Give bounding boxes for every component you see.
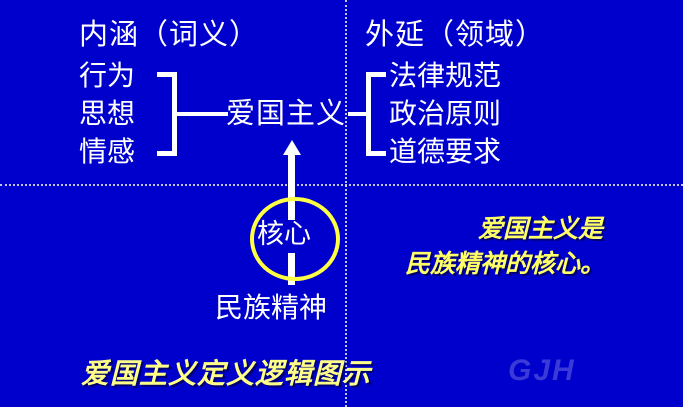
core-caption: 民族精神	[215, 291, 328, 324]
up-arrow-head-icon	[283, 140, 301, 155]
statement-line-2: 民族精神的核心。	[405, 249, 606, 278]
right-brace-stem	[348, 112, 370, 116]
author-watermark: GJH	[508, 354, 576, 387]
left-branch-item-0: 行为	[79, 59, 136, 92]
right-brace-top-arm	[366, 72, 386, 77]
statement-line-1: 爱国主义是	[478, 214, 604, 243]
center-term: 爱国主义	[226, 96, 347, 130]
left-branch-item-1: 思想	[79, 97, 136, 130]
up-arrow-shaft	[288, 154, 295, 202]
right-brace-bottom-arm	[366, 151, 386, 156]
right-brace-spine	[366, 72, 371, 156]
horizontal-guide-line	[0, 184, 683, 186]
left-brace-bottom-arm	[157, 151, 177, 156]
vertical-guide-line	[345, 0, 347, 407]
footer-title: 爱国主义定义逻辑图示	[81, 357, 372, 390]
left-branch-item-2: 情感	[79, 135, 136, 168]
left-brace-stem	[172, 112, 228, 116]
right-branch-item-1: 政治原则	[389, 97, 502, 130]
left-column-header: 内涵（词义）	[79, 17, 260, 51]
core-label: 核心	[257, 219, 311, 250]
right-branch-item-0: 法律规范	[389, 59, 502, 92]
right-column-header: 外延（领域）	[365, 17, 546, 51]
core-ellipse-shape	[250, 197, 340, 281]
left-brace-top-arm	[157, 72, 177, 77]
right-branch-item-2: 道德要求	[389, 135, 502, 168]
